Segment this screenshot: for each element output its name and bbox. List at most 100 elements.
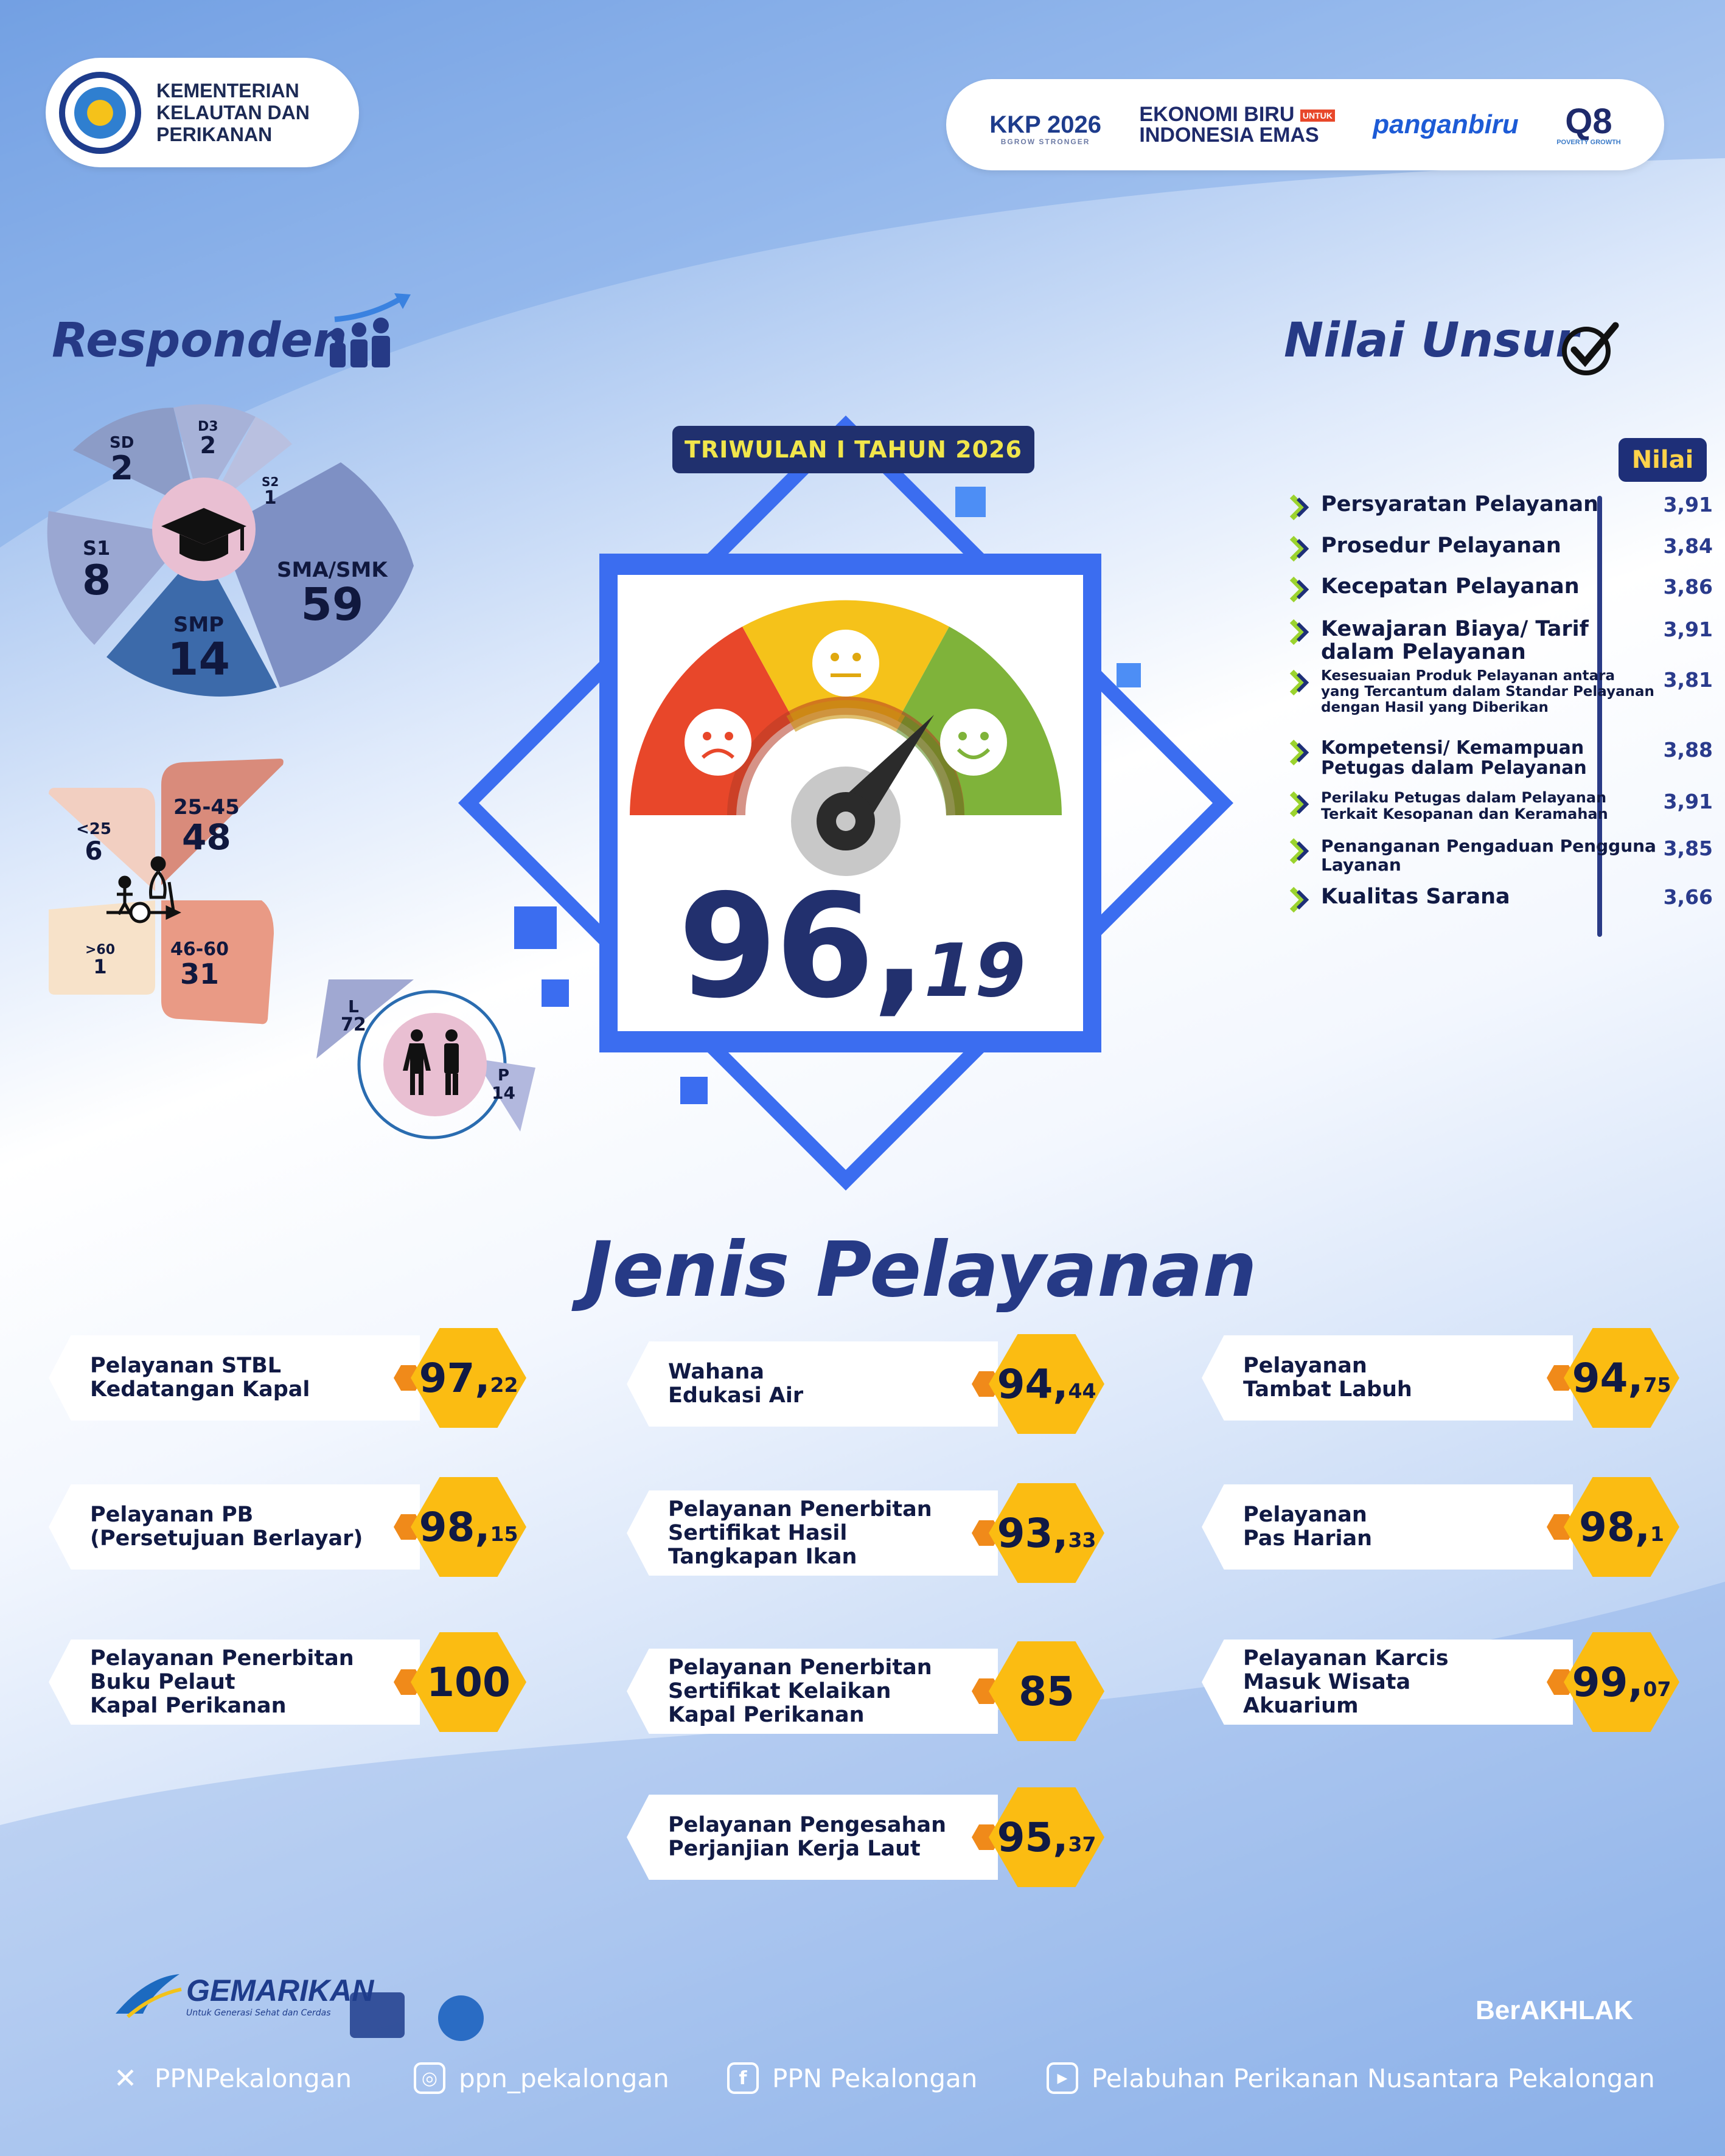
service-score-int: 94,: [997, 1360, 1068, 1408]
gender-chart: [316, 979, 535, 1139]
age-people-icon: [106, 856, 181, 923]
unsur-row: Kecepatan Pelayanan 3,86: [1287, 575, 1713, 604]
sad-face-icon: [685, 709, 751, 776]
unsur-value: 3,91: [1663, 617, 1713, 641]
happy-face-icon: [940, 709, 1007, 776]
service-score-dec: 75: [1643, 1372, 1671, 1397]
unsur-value: 3,84: [1663, 534, 1713, 558]
overall-score: 96,19: [608, 864, 1095, 1030]
service-score-int: 100: [427, 1658, 511, 1706]
unsur-label: Kecepatan Pelayanan: [1321, 574, 1580, 599]
partner-logo-small: [350, 1992, 405, 2038]
service-label: Pelayanan Penerbitan Sertifikat Kelaikan…: [627, 1649, 998, 1734]
chevron-right-icon: [1289, 886, 1309, 913]
unsur-value: 3,66: [1663, 885, 1713, 909]
chevron-right-icon: [1289, 576, 1309, 603]
education-chart: [47, 404, 414, 697]
service-score: 94,44: [989, 1334, 1104, 1434]
service-card: Pelayanan Penerbitan Sertifikat Kelaikan…: [627, 1641, 1113, 1741]
service-score: 94,75: [1564, 1328, 1679, 1428]
jenis-pelayanan-title: Jenis Pelayanan: [584, 1226, 1257, 1314]
unsur-row: Perilaku Petugas dalam Pelayanan Terkait…: [1287, 790, 1713, 822]
service-score: 99,07: [1564, 1632, 1679, 1732]
unsur-label: Persyaratan Pelayanan: [1321, 492, 1599, 516]
unsur-row: Kesesuaian Produk Pelayanan antara yang …: [1287, 668, 1713, 715]
unsur-label: Kompetensi/ Kemampuan Petugas dalam Pela…: [1321, 737, 1587, 779]
service-score: 95,37: [989, 1787, 1104, 1887]
service-score-int: 93,: [997, 1509, 1068, 1557]
age-petal-46-60: [161, 900, 274, 1024]
social-youtube[interactable]: ▶Pelabuhan Perikanan Nusantara Pekalonga…: [1047, 2062, 1655, 2094]
gender-petal-p: [475, 1059, 535, 1132]
age-petal-under25: [49, 788, 155, 891]
chevron-right-icon: [1289, 619, 1309, 645]
service-score: 98,15: [411, 1477, 526, 1577]
service-score-dec: 07: [1643, 1677, 1671, 1701]
male-female-icon: [403, 1029, 459, 1095]
partner-logos: KKP 2026 BGROW STRONGER EKONOMI BIRU UNT…: [946, 79, 1664, 170]
kkp-emblem-icon: [59, 71, 141, 154]
kkp-2026-logo: KKP 2026 BGROW STRONGER: [989, 111, 1102, 146]
nilai-divider: [1597, 496, 1602, 937]
x-icon: ✕: [113, 2062, 138, 2095]
chevron-right-icon: [1289, 791, 1309, 818]
berakhlak-logo: BerAKHLAK: [1476, 1995, 1634, 2025]
graduation-cap-icon: [161, 508, 246, 562]
social-x[interactable]: ✕PPNPekalongan: [110, 2062, 352, 2095]
service-score: 97,22: [411, 1328, 526, 1428]
age-chart: [49, 759, 284, 1024]
ekonomi-biru-logo: EKONOMI BIRU UNTUK INDONESIA EMAS: [1139, 104, 1335, 145]
unsur-value: 3,81: [1663, 668, 1713, 692]
service-score-dec: 22: [490, 1372, 518, 1397]
panganbiru-logo: panganbiru: [1373, 110, 1519, 139]
service-score-int: 99,: [1572, 1658, 1643, 1706]
service-label: Pelayanan Penerbitan Buku Pelaut Kapal P…: [49, 1640, 420, 1725]
service-label: Pelayanan Karcis Masuk Wisata Akuarium: [1202, 1640, 1573, 1725]
responden-title: Responden: [52, 313, 347, 368]
unsur-row: Kualitas Sarana 3,66: [1287, 885, 1713, 914]
service-score-dec: 33: [1068, 1528, 1096, 1552]
chevron-right-icon: [1289, 669, 1309, 696]
partner-emblem-small: [438, 1995, 484, 2041]
satisfaction-gauge: [630, 600, 1062, 876]
unsur-label: Kualitas Sarana: [1321, 885, 1510, 909]
q8-logo: Q8 POVERTY GROWTH: [1556, 101, 1621, 146]
unsur-value: 3,85: [1663, 836, 1713, 860]
nilai-unsur-title: Nilai Unsur: [1284, 313, 1579, 368]
score-decimal: 19: [924, 929, 1026, 1014]
service-label: Pelayanan STBL Kedatangan Kapal: [49, 1335, 420, 1421]
edu-petal-sma: [219, 462, 414, 687]
unsur-value: 3,86: [1663, 575, 1713, 599]
service-score-dec: 37: [1068, 1832, 1096, 1856]
service-score-int: 97,: [419, 1354, 490, 1402]
score-integer: 96,: [678, 864, 926, 1030]
service-card: Pelayanan PB (Persetujuan Berlayar)98,15: [49, 1477, 535, 1577]
people-growth-icon: [330, 293, 411, 367]
age-petal-over60: [49, 900, 155, 995]
service-score-int: 94,: [1572, 1354, 1643, 1402]
social-instagram[interactable]: ◎ppn_pekalongan: [414, 2062, 669, 2094]
unsur-row: Kompetensi/ Kemampuan Petugas dalam Pela…: [1287, 738, 1713, 778]
service-score: 100: [411, 1632, 526, 1732]
service-label: Pelayanan PB (Persetujuan Berlayar): [49, 1484, 420, 1570]
chevron-right-icon: [1289, 739, 1309, 766]
service-label: Pelayanan Tambat Labuh: [1202, 1335, 1573, 1421]
gemarikan-fish-icon: [116, 1974, 182, 2019]
service-label: Wahana Edukasi Air: [627, 1341, 998, 1427]
